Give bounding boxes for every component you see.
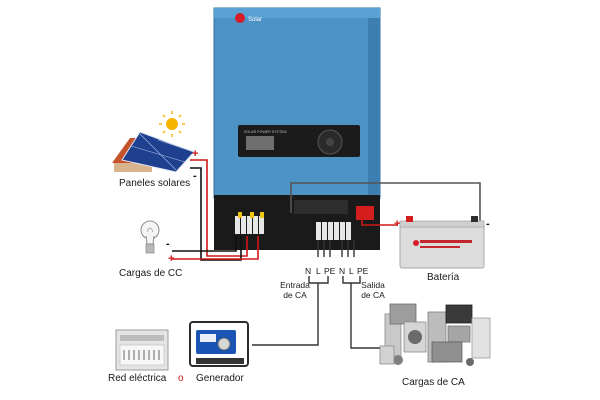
input-terminal-pe: PE bbox=[324, 266, 336, 276]
inverter-side bbox=[368, 18, 380, 198]
battery-negative-terminal bbox=[471, 216, 478, 222]
inverter-top-edge bbox=[214, 8, 380, 18]
input-terminal-l: L bbox=[316, 266, 321, 276]
appliances-icon bbox=[379, 303, 491, 366]
battery-wires bbox=[290, 182, 481, 226]
inverter: Solar SOLAR POWER SYSTEM bbox=[213, 7, 381, 250]
battery-negative-sign: - bbox=[486, 218, 490, 230]
ac-loads-label: Cargas de CA bbox=[402, 377, 465, 388]
ac-output-label-line1: Salida bbox=[361, 280, 385, 290]
dc-loads-label: Cargas de CC bbox=[119, 268, 183, 279]
output-terminal-pe: PE bbox=[357, 266, 369, 276]
generator-icon bbox=[189, 321, 249, 367]
brand-logo bbox=[235, 13, 245, 23]
brand-name: Solar bbox=[248, 17, 262, 23]
battery-label: Batería bbox=[427, 272, 460, 283]
battery-positive-sign: + bbox=[394, 218, 401, 230]
solar-wires bbox=[190, 159, 248, 261]
lcd-display bbox=[246, 136, 274, 150]
sun-icon bbox=[166, 118, 178, 130]
output-terminal-l: L bbox=[349, 266, 354, 276]
solar-positive-sign: + bbox=[192, 148, 199, 160]
generator-label: Generador bbox=[196, 373, 244, 384]
dc-load-positive-sign: + bbox=[168, 253, 175, 265]
ac-terminal-screws bbox=[316, 222, 351, 240]
dc-load-wires bbox=[172, 236, 259, 260]
inverter-body bbox=[213, 7, 381, 199]
or-label: o bbox=[178, 373, 184, 384]
output-terminal-n: N bbox=[339, 266, 346, 276]
grid-label: Red eléctrica bbox=[108, 373, 167, 384]
breaker-slot bbox=[294, 200, 348, 214]
solar-negative-sign: - bbox=[193, 170, 197, 182]
dc-load-negative-sign: - bbox=[166, 238, 170, 250]
dc-terminal-screws bbox=[235, 212, 264, 234]
ac-wires bbox=[252, 240, 380, 349]
house-wall bbox=[114, 163, 152, 172]
input-terminal-n: N bbox=[305, 266, 312, 276]
distribution-board-icon bbox=[115, 329, 169, 371]
nav-center-button bbox=[326, 138, 334, 146]
battery-logo bbox=[413, 240, 419, 246]
battery-lid bbox=[399, 220, 485, 228]
ac-input-label-line2: de CA bbox=[283, 290, 307, 300]
ac-output-label-line2: de CA bbox=[361, 290, 385, 300]
ac-input-label: Entrada de CA bbox=[278, 280, 312, 300]
solar-panels-label: Paneles solares bbox=[119, 178, 191, 189]
ac-output-label: Salida de CA bbox=[357, 280, 389, 300]
battery-breaker bbox=[356, 206, 374, 220]
battery-illustration bbox=[399, 216, 485, 269]
panel-title: SOLAR POWER SYSTEM bbox=[244, 130, 287, 134]
ac-input-label-line1: Entrada bbox=[280, 280, 310, 290]
light-bulb-icon bbox=[140, 220, 160, 254]
solar-panel-illustration bbox=[112, 111, 195, 173]
battery-positive-terminal bbox=[406, 216, 413, 222]
